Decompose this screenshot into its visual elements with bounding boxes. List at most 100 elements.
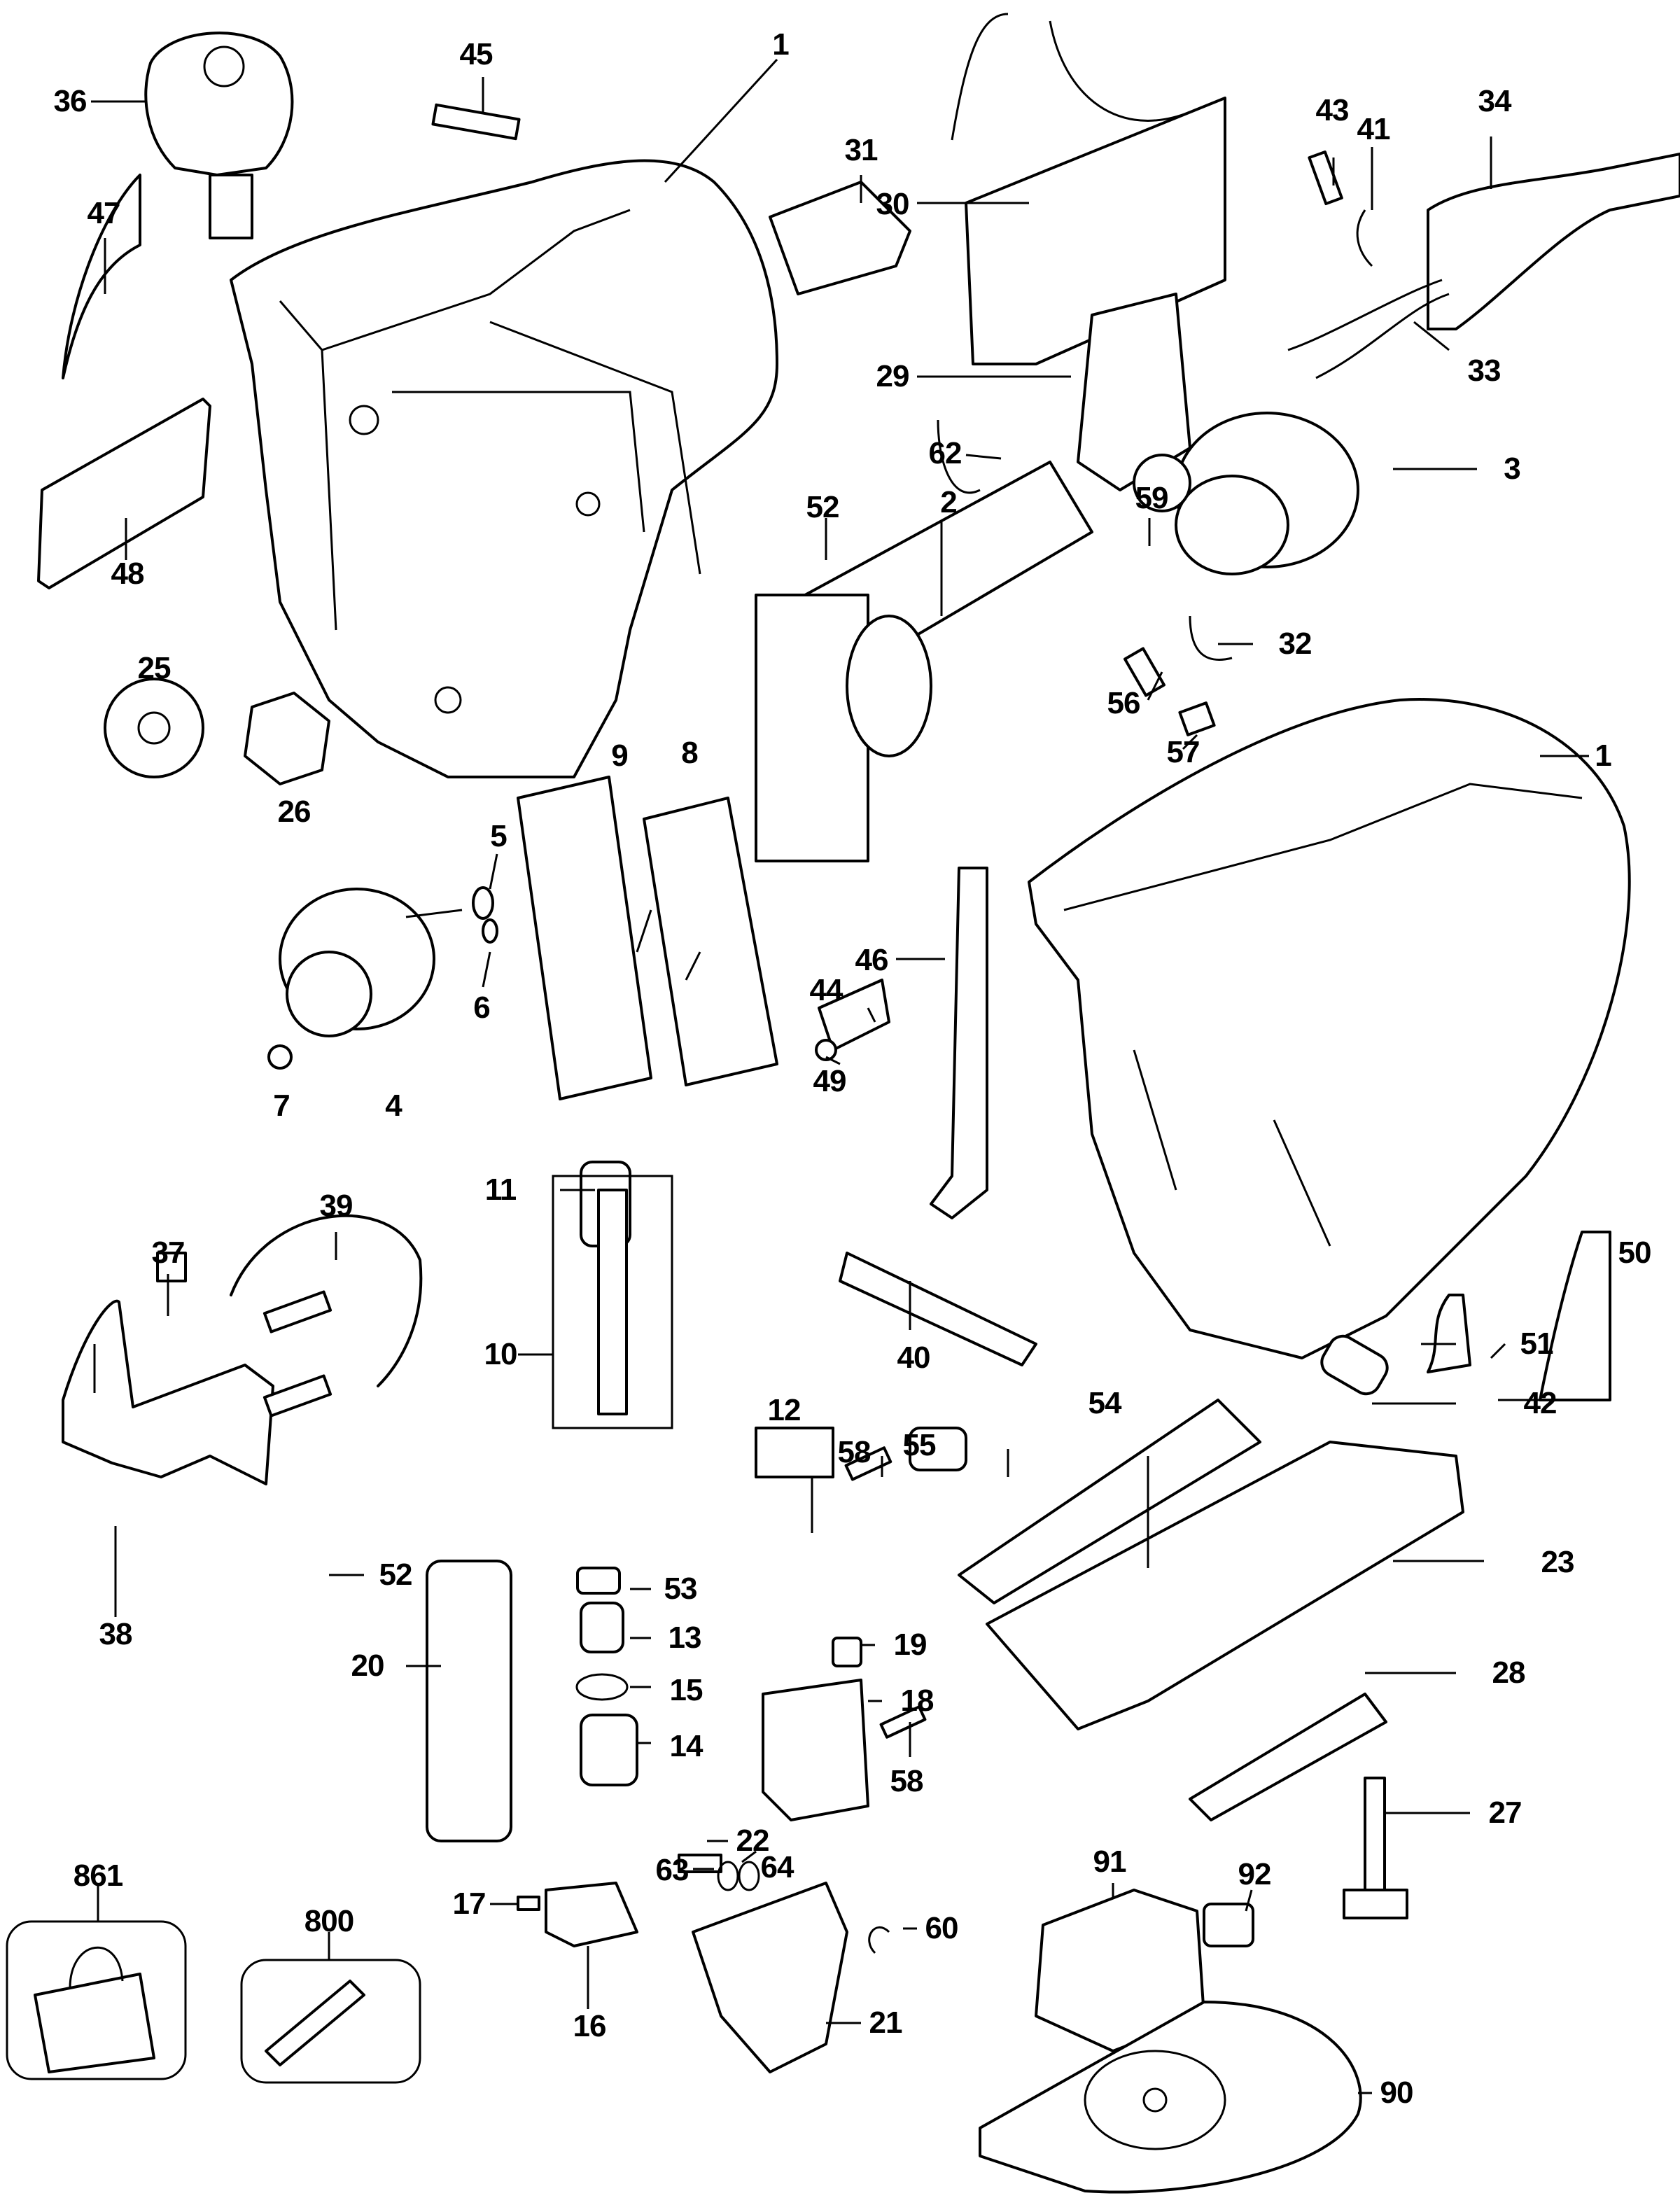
bag-box [6,1920,187,2080]
cover-part [62,1299,274,1485]
gear-part [104,678,204,778]
callout-12: 12 [767,1393,802,1427]
callout-8: 8 [681,736,699,770]
callout-49: 49 [813,1064,847,1098]
screw-part [431,103,521,141]
callout-60: 60 [925,1911,959,1945]
callout-52: 52 [806,490,840,524]
cord-protector-part [1427,153,1680,330]
callout-40: 40 [897,1340,931,1375]
guard-part [692,1882,848,2073]
callout-861: 861 [73,1858,123,1893]
callout-1b: 1 [1595,738,1612,773]
gear-part [267,888,463,1070]
callout-44: 44 [809,973,844,1007]
callout-19: 19 [893,1628,927,1662]
callout-42: 42 [1523,1386,1558,1420]
callout-15: 15 [669,1673,704,1707]
callout-90: 90 [1380,2076,1414,2110]
callout-17: 17 [452,1886,486,1921]
callout-22: 22 [736,1823,770,1858]
callout-54: 54 [1088,1386,1122,1420]
callout-25: 25 [137,651,172,685]
callout-58b: 58 [890,1764,924,1798]
callout-23: 23 [1541,1545,1575,1579]
screw-part [1308,150,1343,206]
shaft-part [839,1252,1037,1366]
bolt-part [1364,1777,1386,1891]
callout-21: 21 [869,2005,903,2040]
callout-13: 13 [668,1620,702,1655]
callout-33: 33 [1467,354,1502,388]
callout-37: 37 [151,1236,186,1270]
callout-56: 56 [1107,686,1141,720]
clamp-part [755,1427,834,1478]
callout-55: 55 [902,1428,937,1462]
plate-part [517,776,652,1100]
callout-800: 800 [304,1904,354,1938]
callout-46: 46 [855,943,889,977]
callout-18: 18 [900,1684,934,1718]
bracket-part [818,979,890,1051]
label-part [1427,1294,1471,1373]
callout-2: 2 [940,485,958,519]
accessory-blade-part [265,1980,365,2066]
holder-part [762,1679,869,1821]
knob-part [144,31,294,239]
callout-39: 39 [319,1189,354,1223]
circle-guide-part [979,2001,1362,2194]
shoe-part [986,1441,1464,1730]
callout-3: 3 [1504,451,1521,486]
callout-45: 45 [459,37,493,71]
trigger-part [769,181,911,295]
callout-91: 91 [1093,1844,1127,1879]
blade-clamp-part [545,1882,638,1947]
callout-14: 14 [669,1729,704,1763]
armature-part [755,454,1191,862]
callout-36: 36 [53,84,88,118]
light-part [1320,1334,1389,1396]
field-part [1175,412,1359,575]
callout-26: 26 [277,794,312,829]
callout-10: 10 [484,1337,518,1371]
callout-5: 5 [490,819,507,853]
callout-28: 28 [1492,1656,1526,1690]
cord-clamp-part [1356,209,1373,267]
callout-20: 20 [351,1648,385,1683]
callout-32: 32 [1278,626,1312,661]
label-part [62,174,141,379]
callout-31: 31 [844,133,878,167]
callout-30: 30 [876,187,910,221]
callout-64: 64 [760,1850,794,1884]
callout-1: 1 [772,27,790,62]
callout-48: 48 [111,556,145,591]
callout-47: 47 [87,196,121,230]
callout-34: 34 [1478,84,1512,118]
callout-38: 38 [99,1617,133,1651]
callout-53: 53 [664,1572,698,1606]
callout-9: 9 [611,738,629,773]
callout-16: 16 [573,2009,607,2043]
blade-box [240,1959,421,2084]
callout-62: 62 [928,436,962,470]
plate-part [643,797,778,1086]
lever-part [930,867,988,1219]
plunger-part [597,1189,628,1415]
callout-6: 6 [473,990,491,1025]
clip-part [868,1926,890,1954]
callout-63: 63 [655,1853,690,1887]
label-part [37,398,211,589]
callout-59: 59 [1135,481,1169,515]
callout-29: 29 [876,359,910,393]
bag-part [34,1973,155,2073]
callout-7: 7 [273,1088,290,1123]
housing-right-part [1028,698,1631,1359]
callout-52b: 52 [379,1558,413,1592]
callout-58: 58 [837,1435,872,1469]
housing-left-part [230,159,778,778]
callout-57: 57 [1166,735,1200,769]
callout-4: 4 [385,1088,402,1123]
plate-part [755,594,869,862]
callout-50: 50 [1618,1236,1652,1270]
